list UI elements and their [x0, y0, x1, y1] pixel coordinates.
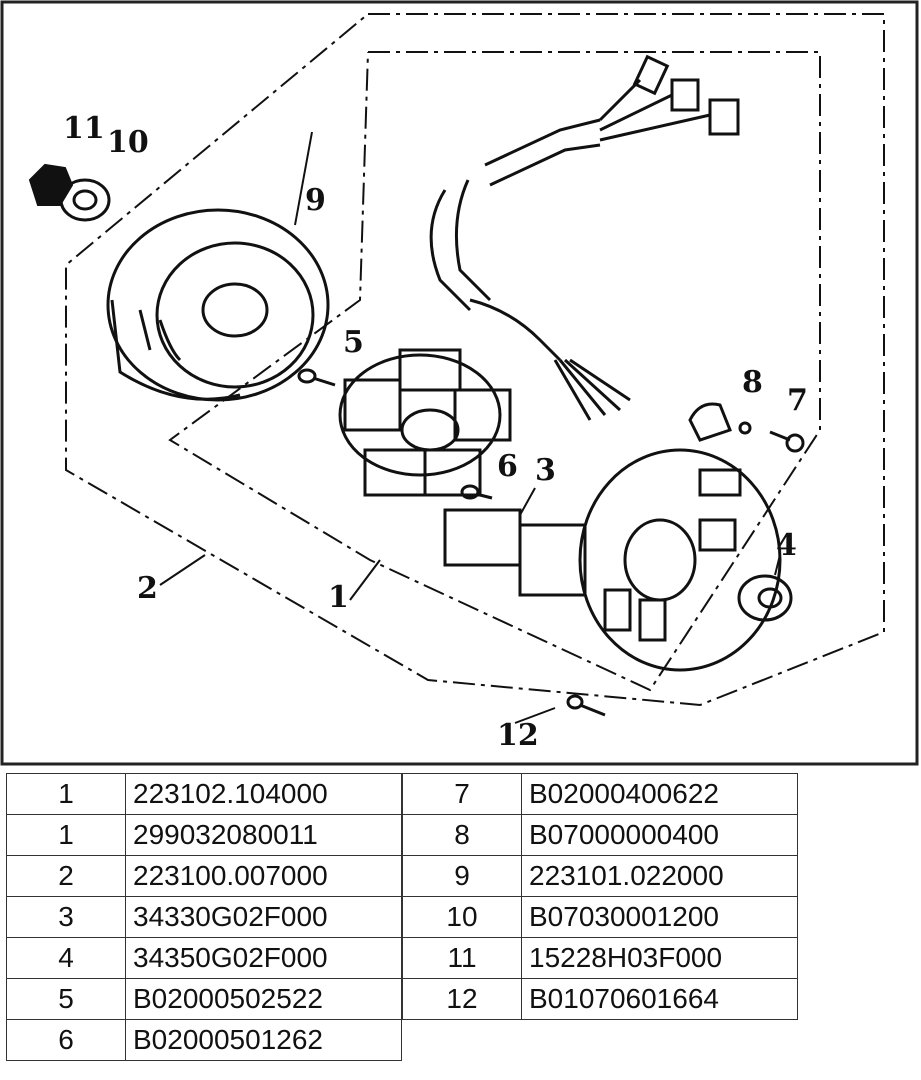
table-row: 4 34350G02F000	[6, 937, 402, 979]
table-row: 6 B02000501262	[6, 1019, 402, 1061]
part-code: B07000000400	[521, 814, 798, 856]
part-code: B02000501262	[125, 1019, 402, 1061]
callout-2: 2	[137, 571, 158, 606]
oil-seal-part-4	[737, 574, 793, 622]
callout-10: 10	[107, 125, 149, 160]
part-ref: 1	[6, 773, 126, 815]
part-ref: 1	[6, 814, 126, 856]
callout-11: 11	[63, 111, 105, 146]
part-ref: 2	[6, 855, 126, 897]
table-row: 2 223100.007000	[6, 855, 402, 897]
wire-harness	[429, 54, 740, 421]
screw-part-5	[297, 368, 336, 387]
callout-1: 1	[328, 580, 349, 615]
screw-part-12	[566, 694, 606, 717]
callout-6: 6	[497, 449, 518, 484]
part-ref: 8	[402, 814, 522, 856]
part-ref: 4	[6, 937, 126, 979]
part-ref: 7	[402, 773, 522, 815]
assembly-1-outline	[168, 51, 821, 692]
exploded-parts-diagram: 1 2 3 4 5 6 7 8 9 10 11 12	[0, 0, 919, 766]
part-code: 223101.022000	[521, 855, 798, 897]
pickup-coil-part-3	[443, 508, 587, 597]
table-row: 1 299032080011	[6, 814, 402, 856]
callout-5: 5	[343, 325, 364, 360]
stator-base-plate	[578, 448, 782, 672]
part-ref: 5	[6, 978, 126, 1020]
parts-table-left: 1 223102.104000 1 299032080011 2 223100.…	[6, 773, 402, 1061]
flywheel-rotor	[106, 208, 330, 402]
table-row: 10 B07030001200	[402, 896, 798, 938]
part-ref: 11	[402, 937, 522, 979]
screw-part-6	[460, 484, 493, 500]
table-row: 8 B07000000400	[402, 814, 798, 856]
table-row: 11 15228H03F000	[402, 937, 798, 979]
callout-4: 4	[776, 528, 797, 563]
part-code: B02000400622	[521, 773, 798, 815]
table-row: 7 B02000400622	[402, 773, 798, 815]
leader-lines	[159, 131, 781, 724]
callout-9: 9	[305, 183, 326, 218]
table-row: 12 B01070601664	[402, 978, 798, 1020]
callout-12: 12	[497, 718, 539, 753]
part-ref: 12	[402, 978, 522, 1020]
part-ref: 10	[402, 896, 522, 938]
table-row: 3 34330G02F000	[6, 896, 402, 938]
part-code: B01070601664	[521, 978, 798, 1020]
table-row: 5 B02000502522	[6, 978, 402, 1020]
part-code: B02000502522	[125, 978, 402, 1020]
part-code: 34350G02F000	[125, 937, 402, 979]
clamp-part-8	[688, 402, 752, 442]
part-code: 299032080011	[125, 814, 402, 856]
part-code: 15228H03F000	[521, 937, 798, 979]
part-code: 223100.007000	[125, 855, 402, 897]
part-code: B07030001200	[521, 896, 798, 938]
bolt-part-7	[769, 430, 805, 453]
part-code: 34330G02F000	[125, 896, 402, 938]
table-row: 9 223101.022000	[402, 855, 798, 897]
diagram-frame	[0, 0, 919, 766]
stator	[338, 348, 512, 497]
assembly-2-outline	[65, 13, 885, 707]
part-ref: 9	[402, 855, 522, 897]
parts-table-right: 7 B02000400622 8 B07000000400 9 223101.0…	[402, 773, 798, 1020]
callout-8: 8	[742, 365, 763, 400]
part-code: 223102.104000	[125, 773, 402, 815]
callout-3: 3	[535, 453, 556, 488]
part-ref: 6	[6, 1019, 126, 1061]
table-row: 1 223102.104000	[6, 773, 402, 815]
nut-part	[28, 163, 74, 206]
callout-7: 7	[787, 383, 808, 418]
part-ref: 3	[6, 896, 126, 938]
